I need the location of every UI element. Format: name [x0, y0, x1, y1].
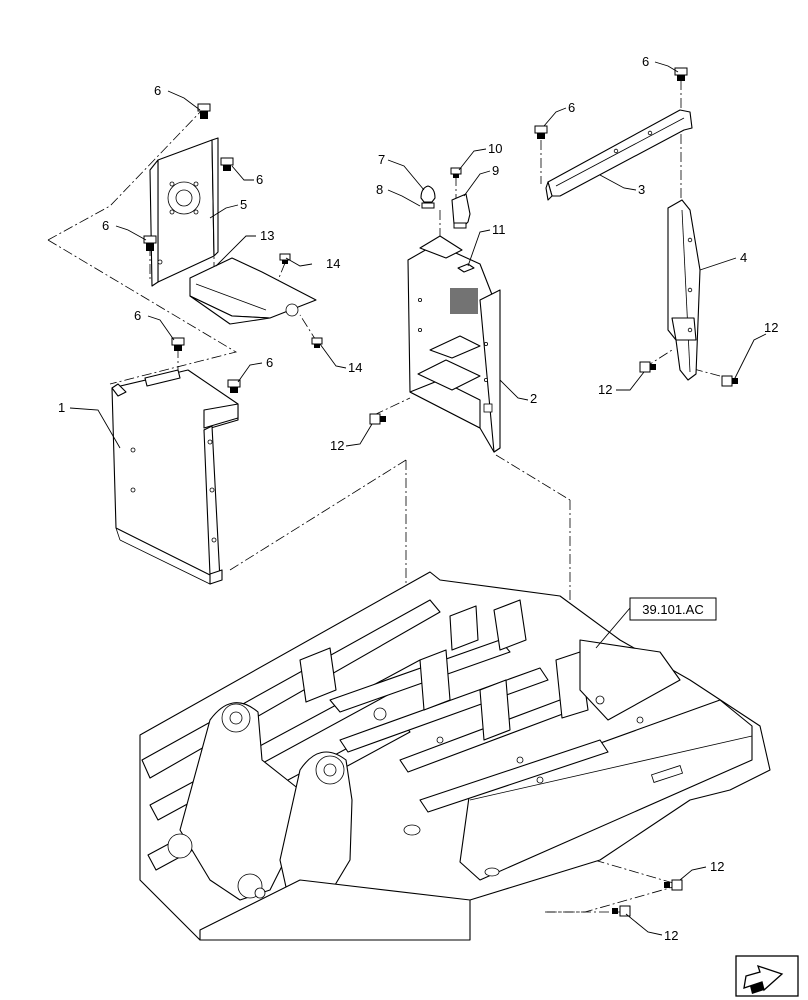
bolt-12-d: [664, 879, 683, 891]
callout-6e: 6: [266, 355, 273, 370]
callout-10: 10: [488, 141, 502, 156]
bolt-6-g: [674, 67, 688, 81]
leader-lines: [69, 61, 767, 936]
arrow-icon[interactable]: [735, 955, 799, 997]
callout-3: 3: [638, 182, 645, 197]
part-11-clip: [457, 263, 475, 273]
bolt-12-e: [612, 905, 631, 917]
callout-9: 9: [492, 163, 499, 178]
reference-box[interactable]: 39.101.AC: [629, 597, 717, 621]
part-13-plate: [189, 257, 317, 325]
part-1-panel: [111, 369, 239, 585]
bolt-12-b: [639, 361, 656, 373]
callout-12c: 12: [764, 320, 778, 335]
callout-8: 8: [376, 182, 383, 197]
chassis-frame: [139, 571, 771, 941]
callout-6a: 6: [154, 83, 161, 98]
reference-label: 39.101.AC: [642, 602, 703, 617]
callout-6d: 6: [134, 308, 141, 323]
bolt-6-f: [534, 125, 548, 139]
callout-12b: 12: [598, 382, 612, 397]
callout-12e: 12: [664, 928, 678, 943]
bolt-6-b: [220, 157, 234, 171]
callout-6f: 6: [568, 100, 575, 115]
callout-6g: 6: [642, 54, 649, 69]
callout-6b: 6: [256, 172, 263, 187]
callout-14b: 14: [348, 360, 362, 375]
part-4-post: [667, 199, 701, 381]
bolt-6-a: [197, 103, 211, 119]
bolt-6-e: [227, 379, 241, 393]
callout-5: 5: [240, 197, 247, 212]
part-5-bracket: [149, 137, 219, 287]
bolt-14-b: [311, 337, 323, 348]
bolt-12-a: [369, 413, 386, 425]
fasteners: [143, 67, 738, 917]
callout-1: 1: [58, 400, 65, 415]
part-7-cap: [420, 185, 436, 203]
part-8-nut: [421, 202, 435, 209]
bolt-10: [450, 167, 462, 178]
callout-7: 7: [378, 152, 385, 167]
callout-12d: 12: [710, 859, 724, 874]
callouts: 1 2 3 4 5 6 6 6 6 6 6 6 7 8 9 10 11 12 1…: [58, 54, 778, 943]
bolt-14-a: [279, 253, 291, 264]
small-parts: [420, 185, 475, 273]
callout-12a: 12: [330, 438, 344, 453]
callout-13: 13: [260, 228, 274, 243]
part-3-bar: [545, 109, 693, 201]
part-2-frame: [407, 235, 501, 453]
callout-14a: 14: [326, 256, 340, 271]
callout-11: 11: [492, 222, 506, 237]
bolt-6-c: [143, 235, 157, 251]
callout-6c: 6: [102, 218, 109, 233]
bolt-6-d: [171, 337, 185, 351]
callout-4: 4: [740, 250, 747, 265]
part-9-latch: [451, 193, 471, 229]
bolt-12-c: [721, 375, 738, 387]
callout-2: 2: [530, 391, 537, 406]
